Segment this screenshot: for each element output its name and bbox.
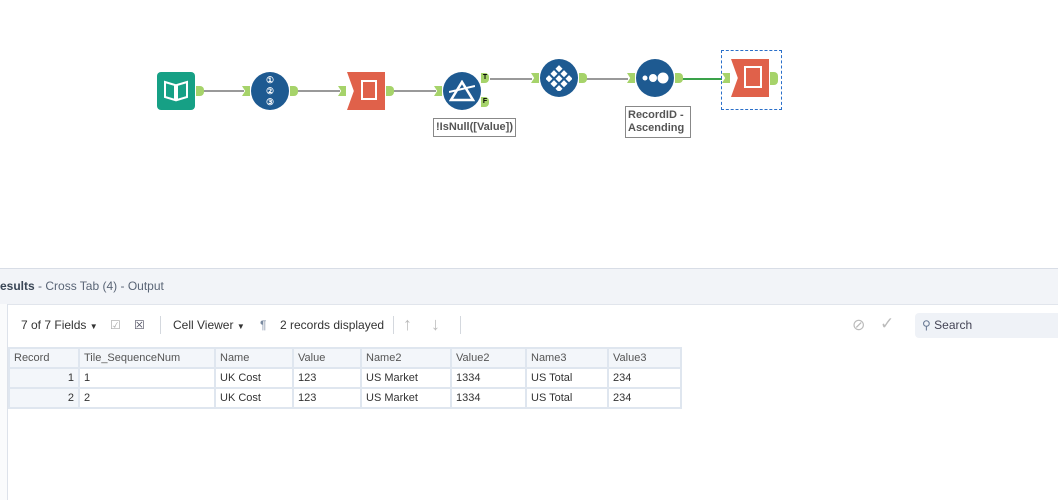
search-input[interactable]: ⚲ Search (915, 313, 1058, 338)
prism-icon (449, 80, 475, 102)
connection (296, 90, 340, 92)
column-header[interactable]: Tile_SequenceNum (78, 347, 216, 369)
cell[interactable]: 2 (78, 387, 216, 409)
column-header[interactable]: Value3 (607, 347, 682, 369)
divider (160, 316, 161, 334)
output-anchor[interactable] (196, 86, 204, 96)
cancel-icon[interactable]: ⊘ (852, 317, 866, 334)
cell[interactable]: 1334 (450, 367, 527, 389)
crosstab-icon (744, 66, 762, 88)
column-header[interactable]: Record (8, 347, 80, 369)
fields-label: 7 of 7 Fields (21, 318, 87, 332)
tile-tool[interactable] (540, 59, 578, 97)
selection-box (721, 50, 782, 110)
column-header[interactable]: Name2 (360, 347, 452, 369)
results-toolbar: 7 of 7 Fields ▼ ☑ ☒ Cell Viewer ▼ ¶ 2 re… (8, 304, 1058, 346)
output-anchor[interactable] (770, 72, 778, 85)
search-icon: ⚲ (922, 318, 931, 332)
results-header: esults - Cross Tab (4) - Output (0, 268, 1058, 305)
cell[interactable]: US Market (360, 367, 452, 389)
connection (204, 90, 244, 92)
table-row[interactable]: 2 2 UK Cost 123 US Market 1334 US Total … (8, 387, 682, 409)
cell[interactable]: US Total (525, 367, 609, 389)
chevron-down-icon: ▼ (89, 322, 98, 331)
table-header-row: Record Tile_SequenceNum Name Value Name2… (8, 347, 682, 369)
column-header[interactable]: Value (292, 347, 362, 369)
fields-dropdown[interactable]: 7 of 7 Fields ▼ (21, 318, 98, 332)
transpose-icon (361, 80, 377, 100)
cell[interactable]: 1 (8, 367, 80, 389)
true-anchor[interactable]: T (481, 73, 489, 83)
cell-viewer-label: Cell Viewer (173, 318, 234, 332)
input-anchor[interactable] (722, 73, 730, 83)
uncheck-all-icon[interactable]: ☒ (134, 318, 145, 332)
cell[interactable]: 234 (607, 367, 682, 389)
column-header[interactable]: Name3 (525, 347, 609, 369)
pilcrow-icon[interactable]: ¶ (260, 318, 267, 332)
connection (490, 78, 532, 80)
input-anchor[interactable] (531, 73, 539, 83)
output-anchor[interactable] (675, 73, 683, 83)
arrow-up-icon[interactable]: ↑ (403, 314, 412, 334)
cell[interactable]: 1 (78, 367, 216, 389)
apply-check-icon[interactable]: ✓ (880, 314, 895, 333)
connection (392, 90, 436, 92)
results-table: Record Tile_SequenceNum Name Value Name2… (8, 347, 682, 409)
sort-tool[interactable] (636, 59, 674, 97)
cell[interactable]: 123 (292, 367, 362, 389)
input-anchor[interactable] (338, 86, 346, 96)
false-anchor[interactable]: F (481, 97, 489, 107)
cell[interactable]: US Market (360, 387, 452, 409)
table-row[interactable]: 1 1 UK Cost 123 US Market 1334 US Total … (8, 367, 682, 389)
book-icon (164, 80, 188, 102)
input-data-tool[interactable] (157, 72, 195, 110)
check-all-icon[interactable]: ☑ (110, 318, 121, 332)
cell[interactable]: 234 (607, 387, 682, 409)
arrow-down-icon[interactable]: ↓ (431, 314, 440, 334)
input-anchor[interactable] (627, 73, 635, 83)
output-anchor[interactable] (386, 86, 394, 96)
cell[interactable]: 2 (8, 387, 80, 409)
divider (393, 316, 394, 334)
search-placeholder: Search (934, 318, 973, 332)
cell[interactable]: UK Cost (214, 367, 294, 389)
column-header[interactable]: Value2 (450, 347, 527, 369)
records-count: 2 records displayed (280, 318, 385, 332)
cell[interactable]: 123 (292, 387, 362, 409)
filter-annotation: !IsNull([Value]) (433, 118, 517, 137)
diamond-grid-icon (546, 65, 572, 91)
cell[interactable]: US Total (525, 387, 609, 409)
left-strip (0, 304, 8, 500)
connection (682, 78, 722, 80)
input-anchor[interactable] (434, 86, 442, 96)
results-subtitle: - Cross Tab (4) - Output (34, 279, 164, 293)
chevron-down-icon: ▼ (236, 322, 245, 331)
input-anchor[interactable] (242, 86, 250, 96)
output-anchor[interactable] (290, 86, 298, 96)
cell[interactable]: 1334 (450, 387, 527, 409)
cell-viewer-dropdown[interactable]: Cell Viewer ▼ (173, 318, 245, 332)
sort-label-line: RecordID - (628, 109, 684, 121)
filter-tool[interactable] (443, 72, 481, 110)
connection (585, 78, 628, 80)
results-title: esults (0, 279, 35, 293)
sort-annotation: RecordID -Ascending (625, 106, 691, 138)
divider (460, 316, 461, 334)
transpose-tool[interactable] (347, 72, 385, 110)
output-anchor[interactable] (579, 73, 587, 83)
column-header[interactable]: Name (214, 347, 294, 369)
cell[interactable]: UK Cost (214, 387, 294, 409)
sort-label-line: Ascending (628, 122, 685, 134)
dots-icon (642, 72, 669, 84)
